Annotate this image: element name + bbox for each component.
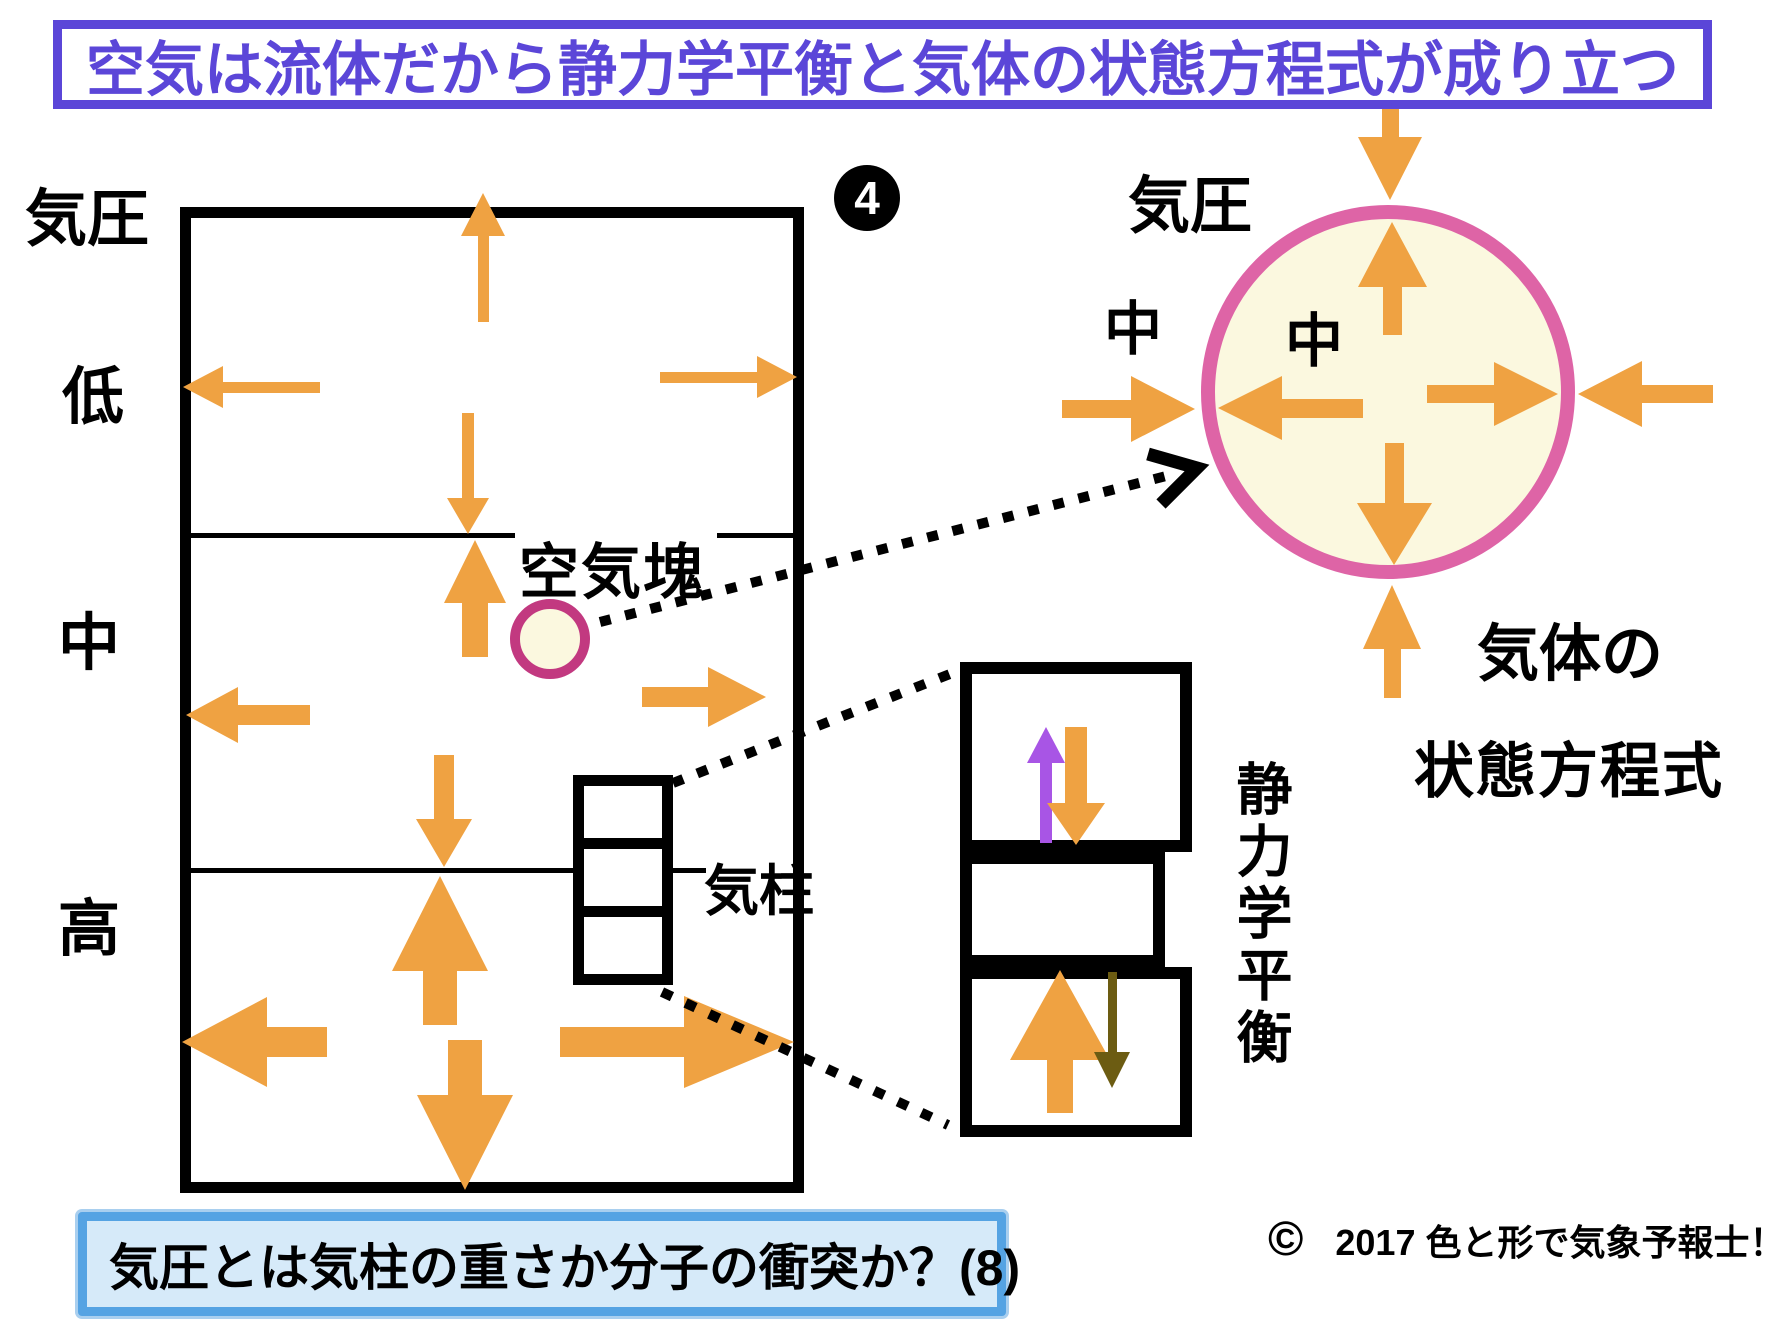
copyright-icon: © [1268, 1213, 1304, 1266]
dotted-parcel-line [598, 470, 1172, 627]
hydrostatic-balance-label: 静力学平衡 [1229, 760, 1292, 1070]
dotted-line-arrowhead [1146, 447, 1210, 509]
arrow-buoyancy-up [1027, 727, 1065, 843]
balloon-inside-label: 中 [1285, 309, 1344, 374]
level-mid-label: 中 [58, 609, 121, 678]
arrow-pressure-up-big [1010, 970, 1110, 1113]
arrow-balloon-left-out [1218, 376, 1363, 440]
axis-pressure-label: 気圧 [25, 185, 150, 254]
caption-text: 気圧とは気柱の重さか分子の衝突か？(8) [109, 1240, 1021, 1296]
balloon-outside-label: 中 [1104, 297, 1163, 362]
arrow-mid-down [416, 755, 472, 867]
arrow-high-right [560, 996, 794, 1088]
arrow-balloon-top-in [1358, 108, 1422, 200]
dotted-column-bottom-line [659, 987, 951, 1130]
gas-equation-label-line2: 状態方程式 [1414, 738, 1724, 805]
arrow-low-up [461, 193, 505, 322]
level-divider-line [717, 533, 799, 538]
arrow-pressure-down [1047, 727, 1105, 845]
arrow-low-right [660, 356, 797, 398]
page-title: 空気は流体だから静力学平衡と気体の状態方程式が成り立つ [85, 37, 1679, 103]
arrow-high-down [417, 1040, 513, 1190]
air-column-box [573, 775, 673, 985]
copyright-text: 2017 色と形で気象予報士！ [1335, 1222, 1767, 1263]
level-divider-line [180, 533, 515, 538]
balloon-pressure-label: 気圧 [1128, 172, 1253, 241]
arrow-balloon-bottom-out [1357, 443, 1432, 565]
level-low-label: 低 [62, 363, 125, 432]
air-column-divider [584, 906, 662, 917]
arrow-balloon-left-in [1062, 376, 1195, 442]
arrow-high-up [392, 876, 488, 1025]
title-box: 空気は流体だから静力学平衡と気体の状態方程式が成り立つ [53, 20, 1712, 109]
arrow-mid-right [642, 667, 766, 727]
arrow-low-down [447, 413, 489, 534]
air-parcel-circle [510, 599, 590, 679]
caption-box: 気圧とは気柱の重さか分子の衝突か？(8) [78, 1212, 1020, 1316]
arrow-mid-left [186, 687, 310, 743]
level-divider-line [673, 868, 706, 873]
step-number-badge: 4 [834, 165, 900, 231]
arrow-high-left [182, 997, 327, 1087]
level-divider-line [185, 868, 573, 873]
arrow-balloon-right-out [1427, 362, 1558, 426]
air-column-label: 気柱 [704, 860, 815, 922]
copyright: © 2017 色と形で気象予報士！ [1268, 1214, 1767, 1266]
air-parcel-label: 空気塊 [519, 539, 705, 606]
arrow-gravity-down [1094, 972, 1130, 1088]
level-high-label: 高 [58, 895, 121, 964]
air-column-divider [584, 838, 662, 849]
arrow-balloon-bottom-in [1363, 585, 1421, 698]
gas-equation-label-line1: 気体の [1477, 620, 1664, 689]
arrow-balloon-top-out [1358, 222, 1427, 335]
arrow-mid-up [444, 540, 506, 657]
hydro-layer-middle [960, 852, 1165, 967]
arrow-low-left [183, 366, 320, 408]
arrow-balloon-right-in [1578, 361, 1713, 427]
